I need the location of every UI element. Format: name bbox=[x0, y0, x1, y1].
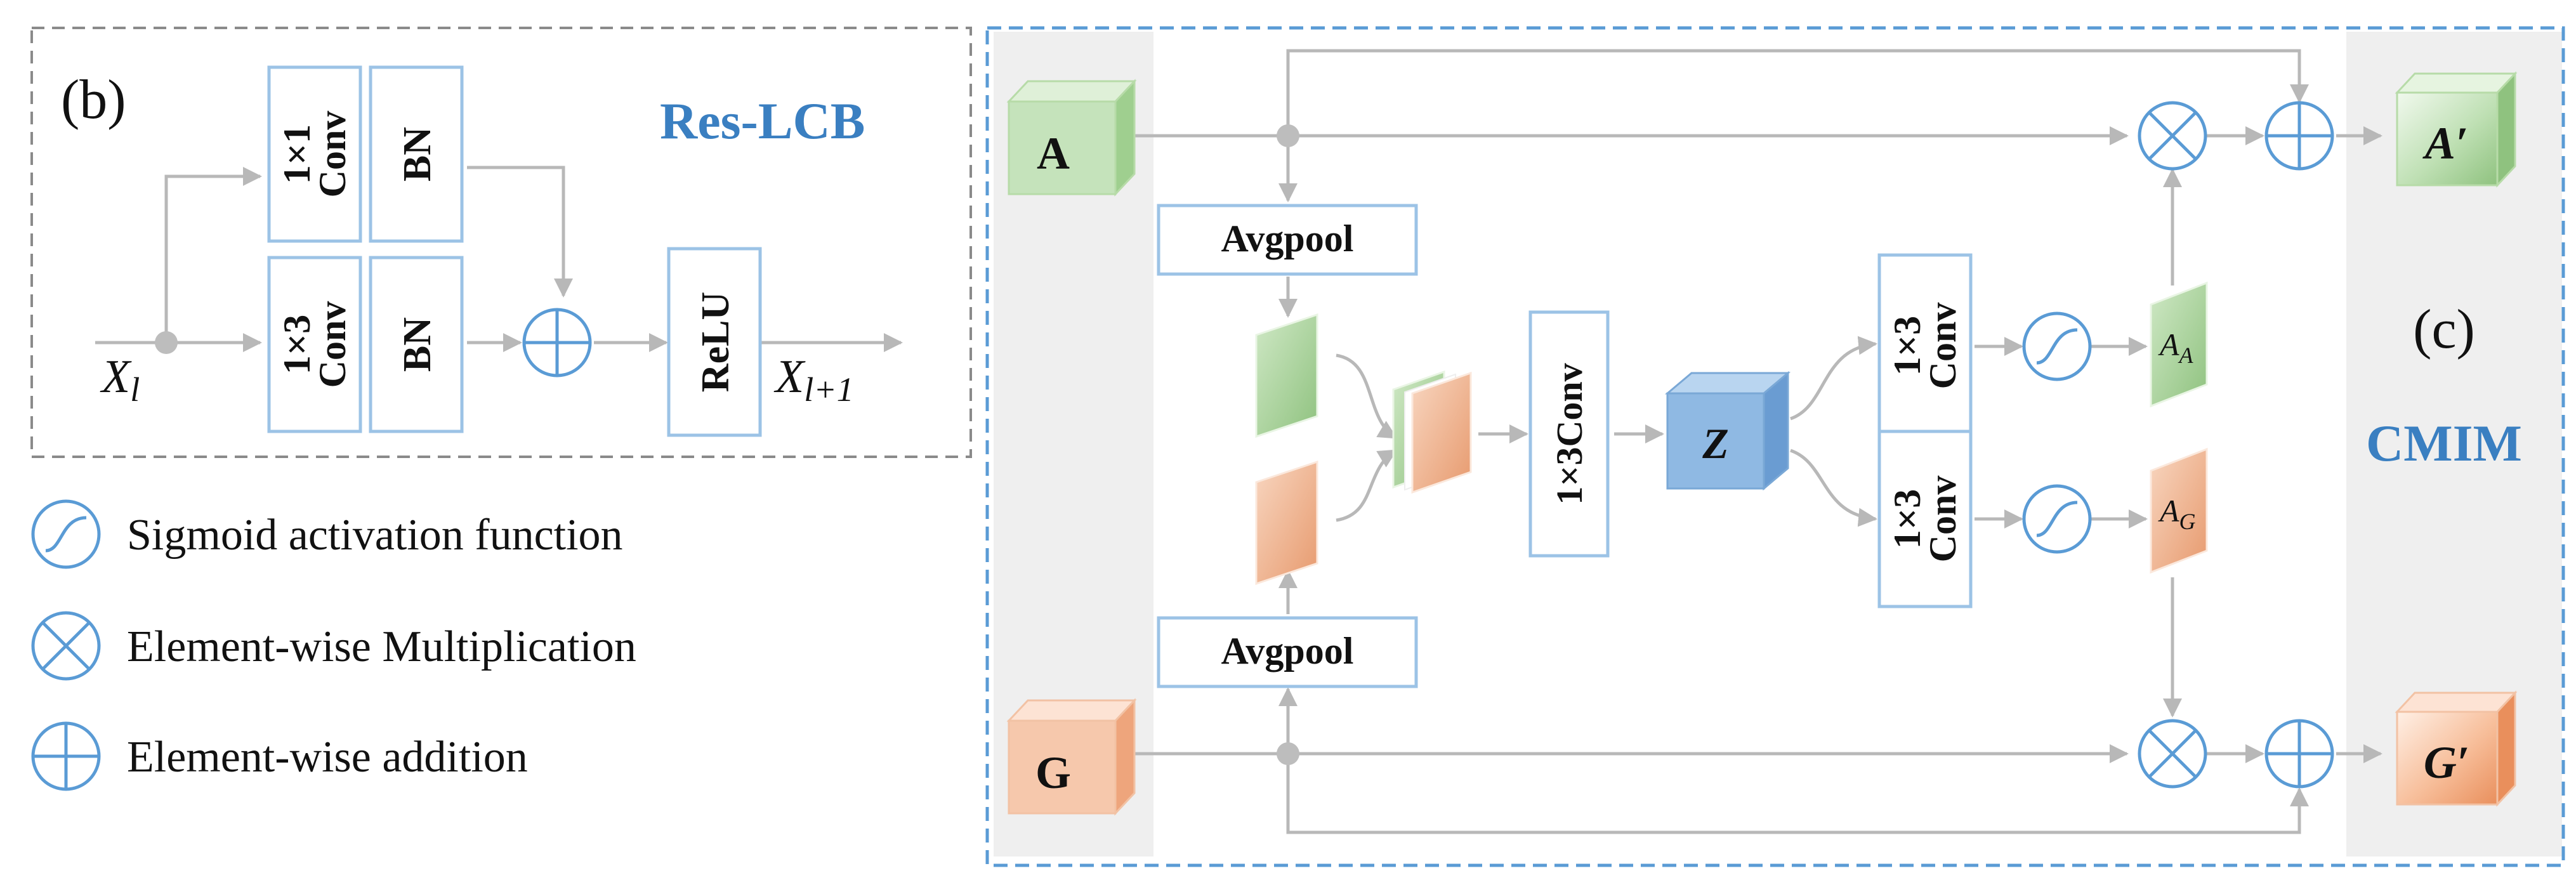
conv-1x1-line1: 1×1 bbox=[276, 124, 318, 184]
concat-plates bbox=[1392, 370, 1472, 494]
conv-mid-label: 1×3Conv bbox=[1549, 363, 1590, 504]
res-lcb-add-icon bbox=[522, 308, 592, 377]
bn-bottom-box bbox=[369, 256, 464, 433]
z-cube: Z bbox=[1664, 371, 1791, 491]
conv-branch-a-line2: Conv bbox=[1922, 303, 1964, 390]
input-g-label: G bbox=[1035, 747, 1071, 798]
res-lcb-border bbox=[30, 27, 972, 458]
conv-1x1-line2: Conv bbox=[312, 111, 353, 198]
multiply-icon-g bbox=[2138, 719, 2207, 789]
sigmoid-icon bbox=[31, 499, 101, 569]
sigmoid-icon-a bbox=[2022, 312, 2092, 381]
pooled-a-plate bbox=[1255, 313, 1318, 438]
conv-1x3-line1: 1×3 bbox=[276, 315, 318, 374]
conv-branch-a-line1: 1×3 bbox=[1886, 316, 1928, 376]
add-icon-g bbox=[2264, 719, 2334, 789]
avgpool-bottom-label: Avgpool bbox=[1221, 630, 1354, 672]
output-cube-a: A′ bbox=[2395, 71, 2518, 188]
input-a-label: A bbox=[1037, 128, 1070, 179]
split-dot-g bbox=[1277, 742, 1299, 765]
bn-bottom-label: BN bbox=[396, 317, 439, 372]
legend: Sigmoid activation function Element-wise… bbox=[31, 499, 636, 791]
bn-top-box bbox=[369, 65, 464, 243]
attention-g-label: AG bbox=[2158, 493, 2196, 534]
sigmoid-icon-g bbox=[2022, 484, 2092, 554]
cmim-border bbox=[985, 26, 2565, 867]
attention-a-plate: AA bbox=[2150, 281, 2208, 408]
res-lcb-split-dot bbox=[155, 331, 178, 354]
conv-branch-a-box bbox=[1877, 253, 1973, 438]
res-lcb-output-label: Xl+1 bbox=[773, 351, 854, 409]
conv-1x1-box bbox=[267, 65, 362, 243]
conv-branch-g-line1: 1×3 bbox=[1886, 489, 1928, 549]
conv-branch-g-box bbox=[1877, 430, 1973, 608]
add-icon bbox=[31, 721, 101, 791]
legend-add-text: Element-wise addition bbox=[127, 733, 528, 782]
relu-label: ReLU bbox=[694, 292, 737, 392]
res-lcb-input-label: Xl bbox=[100, 351, 140, 409]
cmim-panel: A G Avgpool Avgpool 1×3Conv bbox=[985, 26, 2565, 867]
add-icon-a bbox=[2264, 101, 2334, 171]
res-lcb-panel: (b) Res-LCB 1×1 Conv BN 1×3 Conv bbox=[30, 27, 972, 458]
avgpool-top-label: Avgpool bbox=[1221, 218, 1354, 259]
conv-branch-g-line2: Conv bbox=[1922, 476, 1964, 563]
input-cube-a: A bbox=[1006, 79, 1137, 197]
output-cube-g: G′ bbox=[2395, 690, 2518, 807]
attention-a-label: AA bbox=[2158, 327, 2194, 368]
res-lcb-arrows bbox=[95, 166, 903, 352]
pooled-g-plate bbox=[1255, 460, 1318, 586]
relu-box bbox=[667, 247, 762, 437]
res-lcb-panel-label: (b) bbox=[61, 69, 126, 131]
multiply-icon-a bbox=[2138, 101, 2207, 171]
avgpool-bottom-box bbox=[1157, 616, 1418, 688]
avgpool-top-box bbox=[1157, 204, 1418, 276]
split-dot-a bbox=[1277, 124, 1299, 147]
legend-sigmoid-text: Sigmoid activation function bbox=[127, 511, 623, 560]
z-label: Z bbox=[1702, 419, 1729, 468]
bn-top-label: BN bbox=[396, 127, 439, 181]
attention-g-plate: AG bbox=[2150, 447, 2208, 574]
cmim-panel-label: (c) bbox=[2413, 299, 2475, 360]
conv-mid-box bbox=[1528, 310, 1610, 558]
output-a-label: A′ bbox=[2422, 118, 2468, 169]
multiply-icon bbox=[31, 611, 101, 681]
output-g-label: G′ bbox=[2424, 737, 2469, 788]
input-cube-g: G bbox=[1006, 698, 1137, 816]
legend-multiply-text: Element-wise Multiplication bbox=[127, 622, 636, 671]
res-lcb-title: Res-LCB bbox=[660, 92, 865, 150]
cmim-title: CMIM bbox=[2366, 414, 2522, 472]
conv-1x3-box bbox=[267, 256, 362, 433]
conv-1x3-line2: Conv bbox=[312, 301, 353, 388]
